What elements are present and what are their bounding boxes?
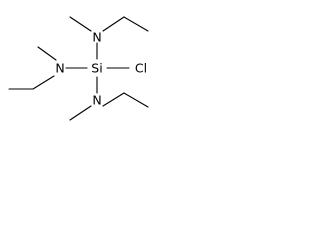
atom-label-nitrogen-bottom: N [92, 93, 101, 108]
bonds [8, 16, 149, 121]
atom-label-nitrogen-left: N [55, 61, 64, 76]
bond-n-left-methyl [37, 46, 57, 61]
bond-n-bottom-ethyl [102, 92, 125, 107]
bond-ethyl-bottom-chain [123, 92, 149, 108]
bond-ethyl-top-chain [123, 16, 149, 32]
atom-labels: Si Cl N N N [55, 30, 147, 108]
chemical-structure-diagram: Si Cl N N N [8, 16, 149, 121]
atom-label-silicon: Si [91, 61, 102, 76]
bond-n-top-ethyl [102, 16, 125, 32]
bond-n-left-ethyl [32, 75, 55, 90]
bond-n-top-methyl [69, 16, 92, 32]
atom-label-nitrogen-top: N [92, 30, 101, 45]
bond-n-bottom-methyl [69, 105, 92, 121]
atom-label-chlorine: Cl [135, 61, 147, 76]
